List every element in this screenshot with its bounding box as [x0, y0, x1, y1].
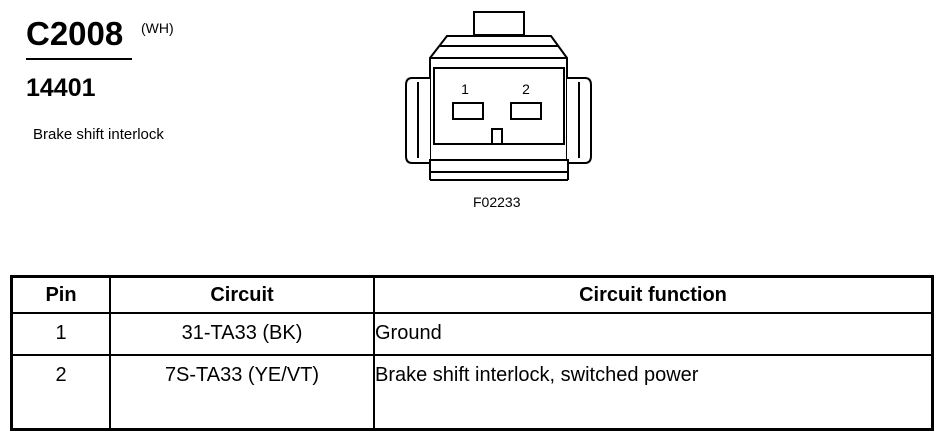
part-number: 14401: [26, 74, 96, 102]
connector-id: C2008: [26, 15, 124, 52]
circuit-function-cell: Brake shift interlock, switched power: [373, 354, 934, 431]
circuit-function-column-header: Circuit function: [373, 275, 934, 314]
pin-cell: 1: [10, 312, 111, 356]
table-row: 2 7S-TA33 (YE/VT) Brake shift interlock,…: [10, 354, 934, 431]
connector-color: (WH): [141, 20, 174, 36]
pin-column-header: Pin: [10, 275, 111, 314]
circuit-column-header: Circuit: [109, 275, 375, 314]
circuit-cell: 7S-TA33 (YE/VT): [109, 354, 375, 431]
connector-description: Brake shift interlock: [33, 126, 164, 143]
circuit-function-cell: Ground: [373, 312, 934, 356]
pin-2-terminal: [510, 102, 542, 120]
pin-1-terminal: [452, 102, 484, 120]
pin-cell: 2: [10, 354, 111, 431]
pin-2-label: 2: [522, 81, 530, 97]
base-flange: [429, 159, 569, 173]
circuit-cell: 31-TA33 (BK): [109, 312, 375, 356]
table-header-row: Pin Circuit Circuit function: [10, 275, 934, 314]
figure-code: F02233: [473, 194, 521, 210]
polarizing-key: [491, 128, 503, 145]
pinout-table: Pin Circuit Circuit function 1 31-TA33 (…: [10, 275, 934, 431]
connector-face-drawing: 1 2: [405, 11, 592, 181]
table-row: 1 31-TA33 (BK) Ground: [10, 312, 934, 356]
pin-1-label: 1: [461, 81, 469, 97]
title-underline: [26, 58, 132, 60]
locking-tab: [473, 11, 525, 36]
